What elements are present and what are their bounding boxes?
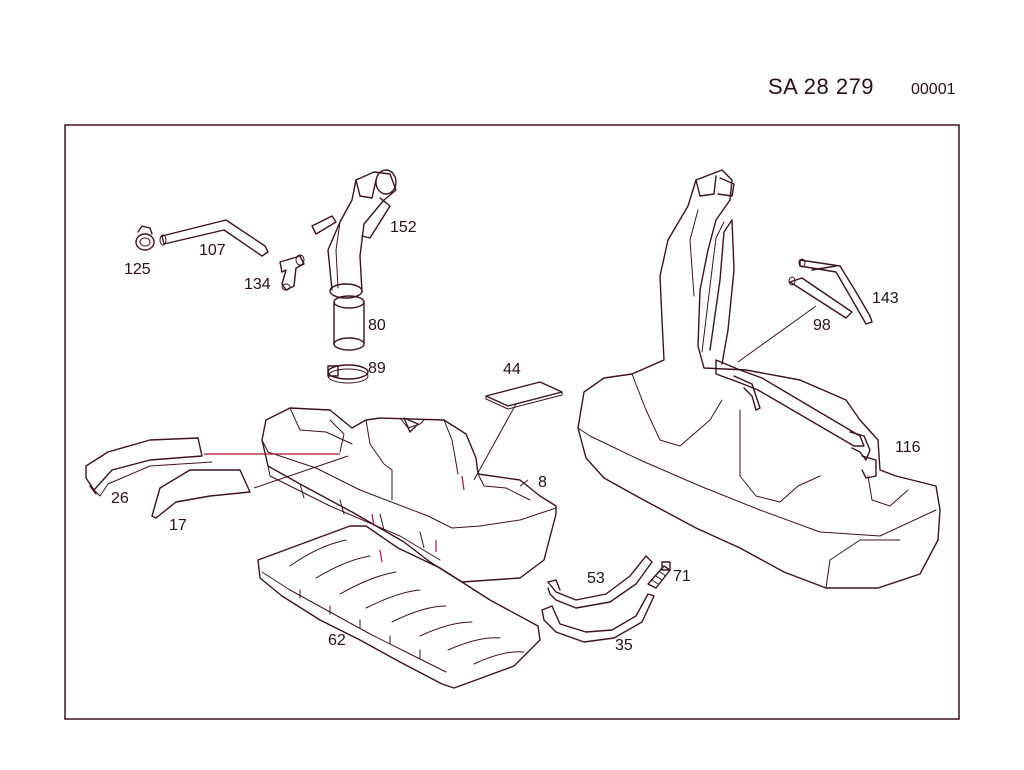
accent-lines xyxy=(204,453,465,563)
part-143-line[interactable] xyxy=(798,258,873,325)
label-143: 143 xyxy=(872,290,899,307)
leader-lines xyxy=(253,305,817,489)
label-107: 107 xyxy=(199,242,226,259)
label-98: 98 xyxy=(813,317,831,334)
part-17-shield[interactable] xyxy=(151,469,251,519)
part-80-hose[interactable] xyxy=(333,295,365,351)
sheet-number: 00001 xyxy=(911,81,956,98)
diagram-code: SA 28 279 xyxy=(768,74,875,99)
part-125-clamp[interactable] xyxy=(135,225,155,251)
part-89-clamp[interactable] xyxy=(327,364,369,384)
part-35-tank-strap[interactable] xyxy=(541,593,655,643)
part-152-filler-neck[interactable] xyxy=(311,169,397,299)
label-116: 116 xyxy=(895,439,921,456)
label-152: 152 xyxy=(390,219,417,236)
part-71-bolt[interactable] xyxy=(647,561,671,589)
label-17: 17 xyxy=(169,517,187,534)
label-8: 8 xyxy=(538,474,547,491)
part-98-line[interactable] xyxy=(788,276,853,319)
part-26-shield[interactable] xyxy=(85,437,213,497)
label-71: 71 xyxy=(673,568,691,585)
label-80: 80 xyxy=(368,317,386,334)
label-62: 62 xyxy=(328,632,346,649)
assembled-fuel-tank[interactable] xyxy=(577,169,941,589)
part-44-pad[interactable] xyxy=(485,381,563,410)
label-89: 89 xyxy=(368,360,386,377)
part-62-underbody-guard[interactable] xyxy=(257,525,541,689)
label-53: 53 xyxy=(587,570,605,587)
label-134: 134 xyxy=(244,276,271,293)
label-26: 26 xyxy=(111,490,129,507)
label-125: 125 xyxy=(124,261,151,278)
label-35: 35 xyxy=(615,637,633,654)
part-8-fuel-tank[interactable] xyxy=(261,407,557,583)
diagram-frame xyxy=(64,124,960,720)
part-134-connector[interactable] xyxy=(279,254,305,291)
label-44: 44 xyxy=(503,361,521,378)
part-53-tank-strap[interactable] xyxy=(547,555,653,609)
part-107-vent-hose[interactable] xyxy=(159,219,269,257)
